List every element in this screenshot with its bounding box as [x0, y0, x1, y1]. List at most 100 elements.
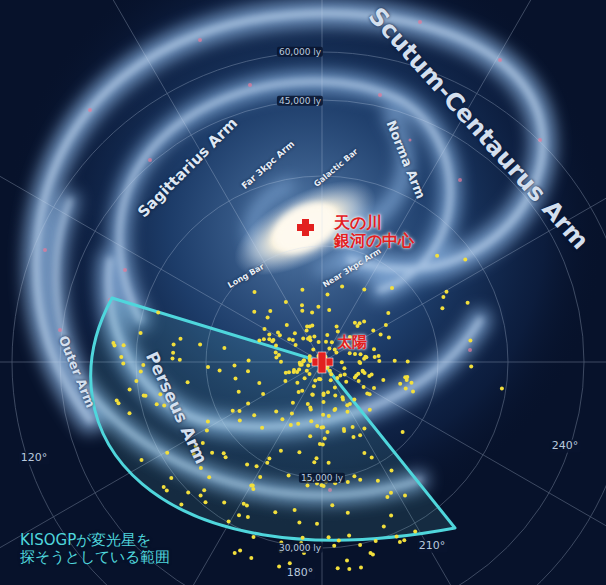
star-dot [128, 388, 132, 392]
star-dot [198, 343, 202, 347]
distance-label: 45,000 ly [277, 96, 323, 106]
star-dot [171, 351, 175, 355]
star-dot [341, 395, 345, 399]
star-dot [389, 491, 393, 495]
star-dot [404, 387, 408, 391]
star-dot [318, 377, 322, 381]
star-dot [312, 460, 316, 464]
star-dot [218, 369, 222, 373]
star-dot [280, 417, 284, 421]
star-dot [202, 488, 206, 492]
star-dot [377, 354, 381, 358]
star-dot [347, 534, 351, 538]
star-dot [395, 534, 399, 538]
star-dot [333, 408, 337, 412]
star-dot [169, 476, 173, 480]
star-dot [257, 339, 261, 343]
star-dot [274, 351, 278, 355]
star-dot [310, 311, 314, 315]
star-dot [374, 539, 378, 543]
star-dot [308, 372, 312, 376]
star-dot [139, 370, 143, 374]
star-dot [326, 430, 330, 434]
star-dot [362, 427, 366, 431]
star-dot [379, 332, 383, 336]
star-dot [247, 359, 251, 363]
star-dot [255, 464, 259, 468]
star-dot [371, 329, 375, 333]
longitude-label: 210° [417, 540, 448, 553]
star-dot [403, 375, 407, 379]
star-dot [252, 535, 256, 539]
star-dot [320, 426, 324, 430]
star-dot [238, 419, 242, 423]
star-dot [301, 536, 305, 540]
star-dot [162, 485, 166, 489]
star-dot [354, 374, 358, 378]
star-dot [295, 370, 299, 374]
star-dot [382, 525, 386, 529]
star-dot [274, 344, 278, 348]
star-dot [246, 369, 250, 373]
star-dot [335, 376, 339, 380]
star-dot [469, 365, 473, 369]
star-dot [277, 564, 281, 568]
star-dot [210, 451, 214, 455]
star-dot [364, 355, 368, 359]
star-dot [121, 361, 125, 365]
star-dot [279, 449, 283, 453]
star-dot [308, 354, 312, 358]
star-dot [322, 400, 326, 404]
star-dot [238, 549, 242, 553]
star-dot [315, 424, 319, 428]
star-dot [310, 393, 314, 397]
star-dot [288, 561, 292, 565]
star-dot [463, 258, 467, 262]
star-dot [231, 409, 235, 413]
star-dot [251, 487, 255, 491]
star-dot [343, 372, 347, 376]
star-dot [389, 514, 393, 518]
star-dot [312, 335, 316, 339]
star-dot [249, 484, 253, 488]
star-dot [206, 365, 210, 369]
star-dot [297, 390, 301, 394]
star-dot [267, 456, 271, 460]
star-dot [337, 539, 341, 543]
star-dot [398, 382, 402, 386]
distance-label: 30,000 ly [277, 543, 323, 553]
star-dot [340, 360, 344, 364]
center-cross [297, 219, 314, 236]
star-dot [329, 372, 333, 376]
star-dot [362, 320, 366, 324]
star-dot [292, 370, 296, 374]
star-dot [352, 474, 356, 478]
star-dot [336, 329, 340, 333]
star-dot [287, 474, 291, 478]
star-dot [297, 450, 301, 454]
star-dot [258, 475, 262, 479]
star-dot [315, 522, 319, 526]
star-dot [165, 451, 169, 455]
star-dot [371, 553, 375, 557]
star-dot [262, 337, 266, 341]
star-dot [411, 390, 415, 394]
star-dot [294, 343, 298, 347]
star-dot [287, 337, 291, 341]
star-dot [246, 402, 250, 406]
star-dot [293, 508, 297, 512]
star-dot [413, 530, 417, 534]
star-dot [326, 292, 330, 296]
star-dot [295, 381, 299, 385]
star-dot [359, 566, 363, 570]
star-dot [403, 493, 407, 497]
star-dot [290, 412, 294, 416]
star-dot [328, 369, 332, 373]
star-dot [401, 430, 405, 434]
star-dot [327, 414, 331, 418]
star-dot [252, 413, 256, 417]
star-dot [291, 401, 295, 405]
star-dot [440, 306, 444, 310]
star-dot [234, 377, 238, 381]
